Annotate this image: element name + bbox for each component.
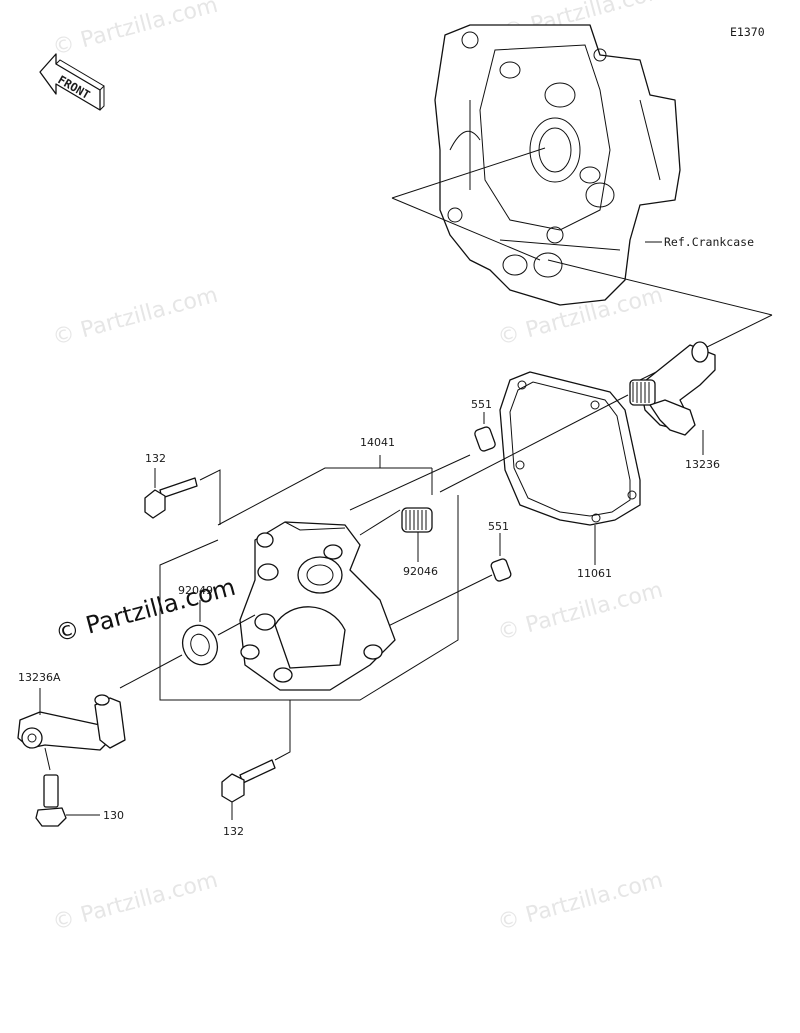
bolt-132-bottom <box>221 759 276 803</box>
part-label-13236A: 13236A <box>18 671 61 684</box>
crankcase <box>434 24 681 306</box>
ref-crankcase-label: Ref.Crankcase <box>664 235 754 249</box>
bolt-132-top <box>144 477 198 519</box>
bolt-130 <box>35 774 67 827</box>
shift-shaft-13236 <box>629 341 716 436</box>
diagram-code: E1370 <box>730 25 765 39</box>
part-label-551-mid: 551 <box>488 520 509 533</box>
needle-bearing-92046 <box>401 507 433 533</box>
watermark: © Partzilla.com <box>50 868 220 936</box>
front-arrow-icon: FRONT <box>39 53 105 111</box>
watermark: © Partzilla.com <box>495 578 665 646</box>
watermark: © Partzilla.com <box>495 868 665 936</box>
part-label-14041: 14041 <box>360 436 395 449</box>
part-label-132-top: 132 <box>145 452 166 465</box>
part-label-92046: 92046 <box>403 565 438 578</box>
cover-14041 <box>239 521 396 691</box>
part-label-551-top: 551 <box>471 398 492 411</box>
gasket-11061 <box>499 371 641 526</box>
part-label-132-bottom: 132 <box>223 825 244 838</box>
watermark: © Partzilla.com <box>50 0 220 61</box>
part-label-11061: 11061 <box>577 567 612 580</box>
part-label-92049: 92049 <box>178 584 213 597</box>
dowel-pin-551-top <box>474 426 496 452</box>
shift-lever-13236A <box>17 694 126 751</box>
oil-seal-92049 <box>181 624 219 666</box>
part-label-13236: 13236 <box>685 458 720 471</box>
bracket-14041 <box>217 455 432 526</box>
part-label-130: 130 <box>103 809 124 822</box>
watermark: © Partzilla.com <box>50 283 220 351</box>
dowel-pin-551-mid <box>490 558 512 582</box>
